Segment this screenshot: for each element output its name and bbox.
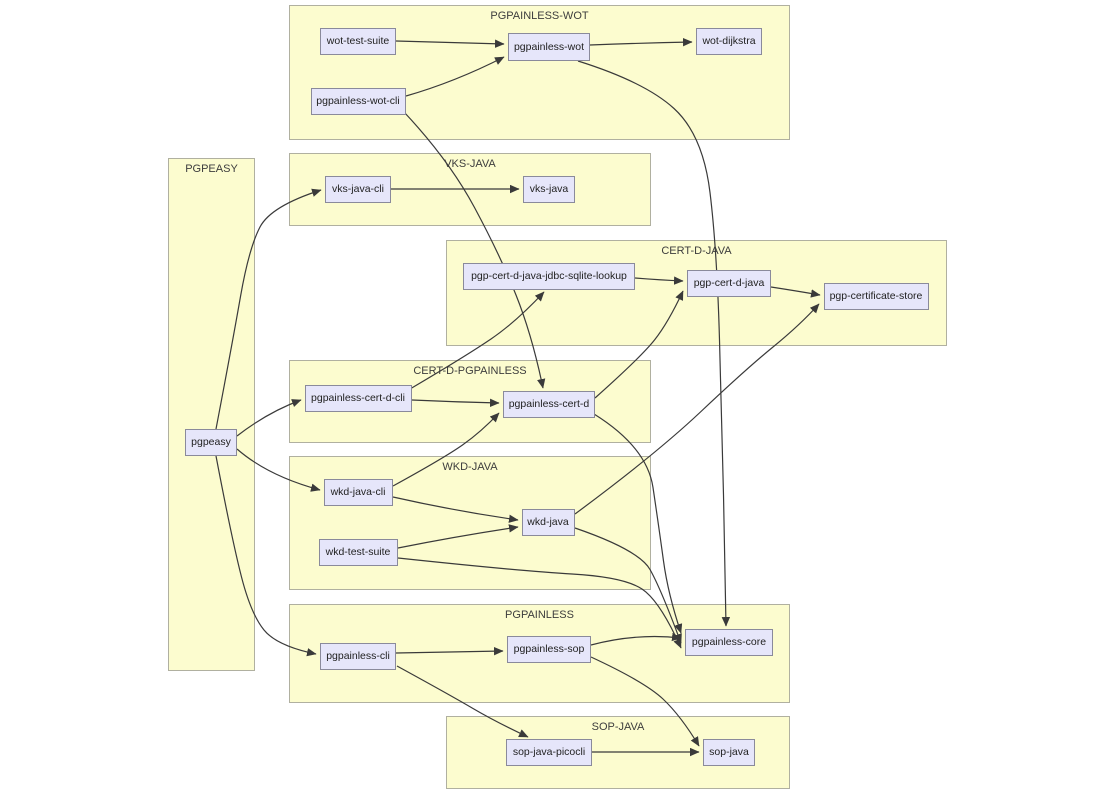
edge-pgpainless-cert-d-cli-to-pgp-cert-d-java-jdbc-sqlite-lookup [409, 291, 545, 390]
node-wot-test-suite: wot-test-suite [320, 27, 396, 55]
edge-pgpainless-wot-cli-to-pgpainless-wot [405, 56, 505, 97]
cluster-label-pgpainless: PGPAINLESS [505, 609, 574, 621]
cluster-label-pgpainless-wot: PGPAINLESS-WOT [490, 10, 589, 22]
edge-pgp-cert-d-java-jdbc-sqlite-lookup-to-pgp-cert-d-java [634, 276, 684, 285]
edge-wkd-test-suite-to-pgpainless-core [397, 557, 682, 649]
edge-pgpainless-sop-to-pgpainless-core [590, 632, 682, 646]
node-pgpainless-sop: pgpainless-sop [507, 635, 591, 663]
edge-pgpainless-wot-to-wot-dijkstra [589, 37, 693, 47]
cluster-pgpeasy: PGPEASY [168, 158, 255, 671]
cluster-label-pgpeasy: PGPEASY [185, 163, 238, 175]
node-pgpainless-core: pgpainless-core [685, 628, 773, 656]
cluster-label-vks-java: VKS-JAVA [444, 158, 496, 170]
edge-pgpainless-cert-d-cli-to-pgpainless-cert-d [411, 398, 500, 407]
edge-wkd-java-cli-to-pgpainless-cert-d [392, 412, 500, 487]
cluster-label-sop-java: SOP-JAVA [591, 721, 645, 733]
edge-wkd-java-to-pgp-certificate-store [574, 303, 820, 515]
cluster-label-cert-d-pgpainless: CERT-D-PGPAINLESS [413, 365, 527, 377]
cluster-label-cert-d-java: CERT-D-JAVA [661, 245, 732, 257]
edge-pgpainless-wot-cli-to-pgpainless-cert-d [403, 111, 546, 389]
edge-wkd-java-cli-to-wkd-java [392, 496, 519, 523]
edge-pgpeasy-to-vks-java-cli [215, 188, 322, 430]
edge-pgpainless-cli-to-sop-java-picocli [396, 665, 529, 738]
node-pgpeasy: pgpeasy [185, 428, 237, 456]
node-wkd-test-suite: wkd-test-suite [318, 538, 398, 566]
node-vks-java-cli: vks-java-cli [325, 175, 391, 203]
node-wkd-java-cli: wkd-java-cli [323, 478, 393, 506]
edge-wot-test-suite-to-pgpainless-wot [395, 39, 505, 48]
edge-pgpainless-cli-to-pgpainless-sop [395, 646, 504, 656]
edge-pgpainless-cert-d-to-pgp-cert-d-java [594, 290, 684, 399]
node-sop-java: sop-java [703, 738, 755, 766]
edge-wkd-java-to-pgpainless-core [574, 527, 682, 644]
edge-wkd-test-suite-to-wkd-java [397, 524, 519, 549]
node-sop-java-picocli: sop-java-picocli [506, 738, 592, 766]
node-pgpainless-wot-cli: pgpainless-wot-cli [310, 87, 406, 115]
node-pgp-certificate-store: pgp-certificate-store [823, 282, 929, 310]
cluster-wkd-java: WKD-JAVA [289, 456, 651, 590]
edge-pgpeasy-to-pgpainless-cert-d-cli [236, 399, 302, 437]
edge-pgpainless-sop-to-sop-java [590, 656, 700, 747]
node-pgpainless-wot: pgpainless-wot [508, 33, 590, 61]
node-wkd-java: wkd-java [521, 508, 575, 536]
node-pgpainless-cert-d-cli: pgpainless-cert-d-cli [304, 384, 412, 412]
edge-pgpeasy-to-wkd-java-cli [236, 448, 321, 492]
edge-pgpeasy-to-pgpainless-cli [215, 455, 317, 657]
node-pgp-cert-d-java: pgp-cert-d-java [687, 269, 771, 297]
edge-pgp-cert-d-java-to-pgp-certificate-store [770, 286, 821, 298]
node-pgpainless-cert-d: pgpainless-cert-d [503, 390, 595, 418]
node-wot-dijkstra: wot-dijkstra [696, 27, 762, 55]
cluster-label-wkd-java: WKD-JAVA [442, 461, 498, 473]
edge-pgpainless-cert-d-to-pgpainless-core [593, 413, 683, 634]
node-pgpainless-cli: pgpainless-cli [320, 642, 396, 670]
node-pgp-cert-d-java-jdbc-sqlite-lookup: pgp-cert-d-java-jdbc-sqlite-lookup [463, 262, 635, 290]
node-vks-java: vks-java [523, 175, 575, 203]
